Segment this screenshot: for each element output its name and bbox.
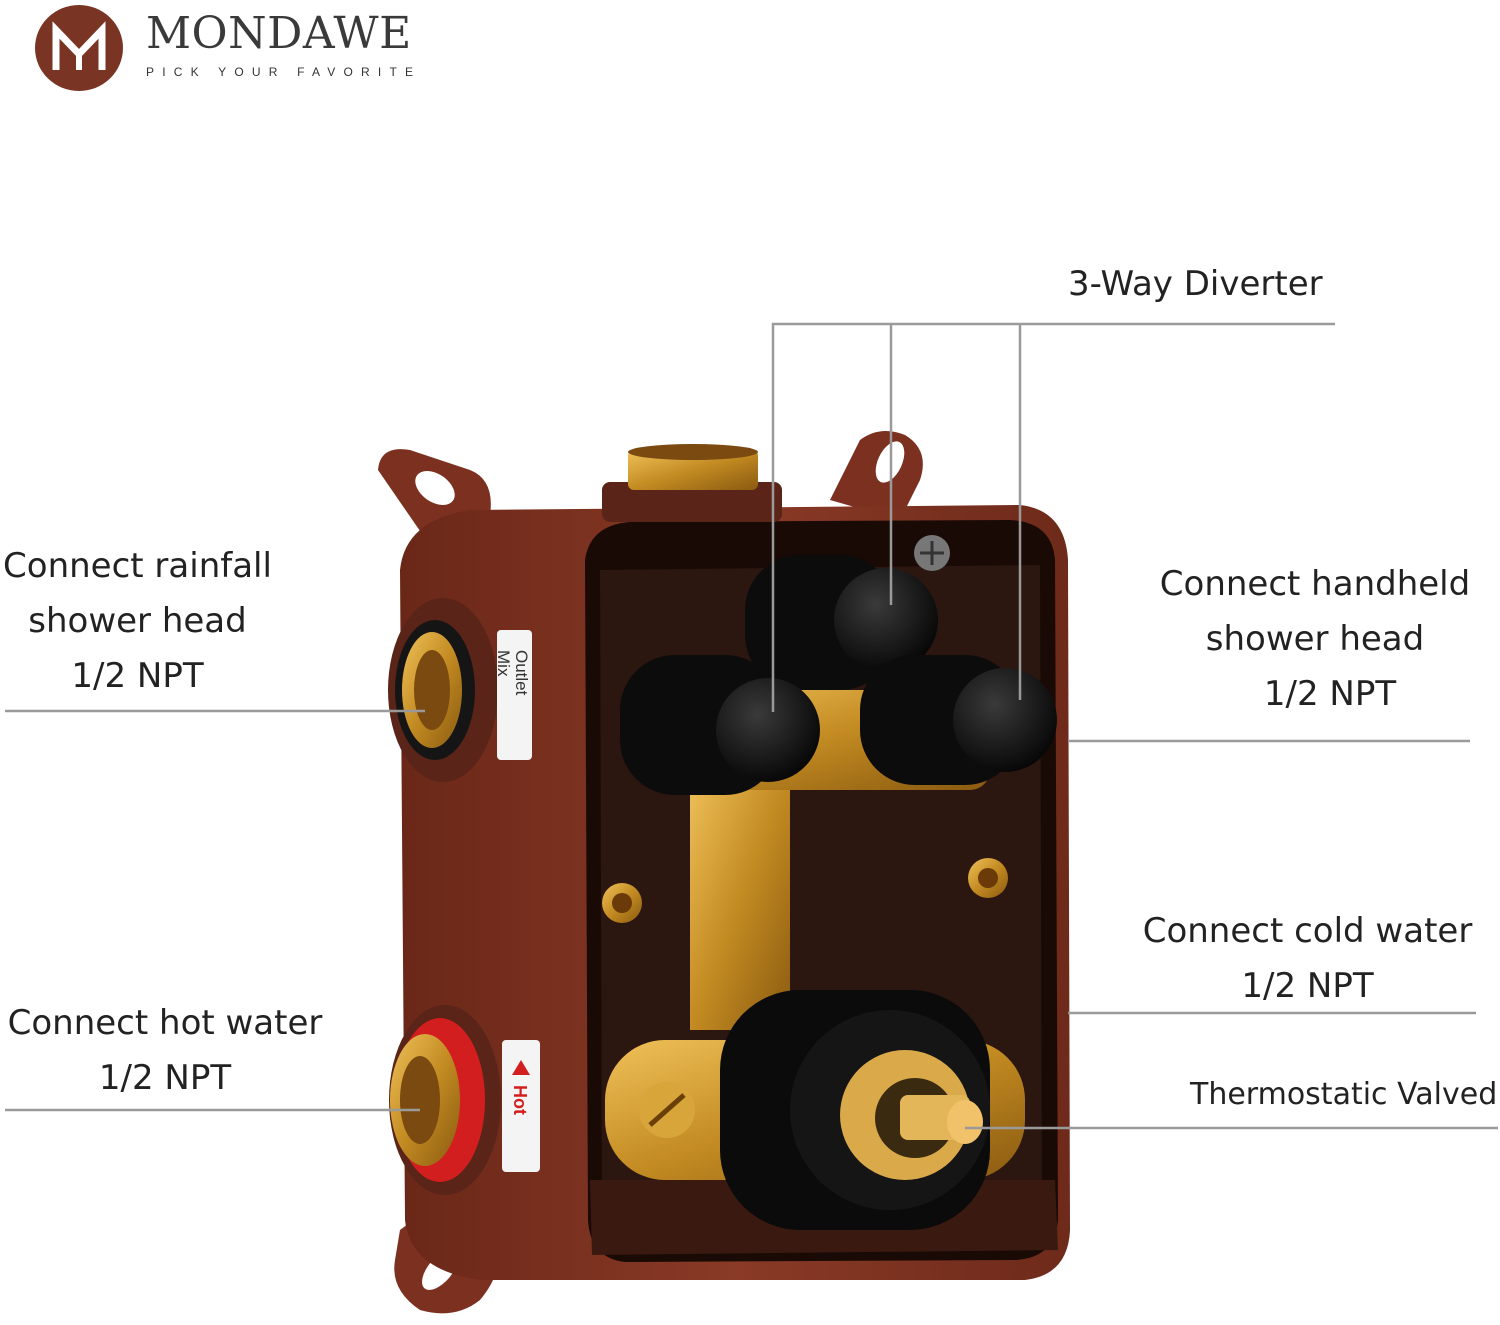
top-port	[602, 444, 782, 522]
outlet-sticker-text: Outlet	[512, 650, 531, 696]
hot-water-label: Connect hot water 1/2 NPT	[7, 1003, 323, 1098]
diverter-knob	[620, 655, 820, 795]
diverter-leader-line	[771, 322, 1335, 712]
hot-sticker-text: Hot	[510, 1085, 530, 1115]
rainfall-outlet-port	[388, 598, 498, 782]
brand-logo-icon	[35, 5, 123, 91]
handheld-label: Connect handheld shower head 1/2 NPT	[1159, 564, 1471, 714]
diverter-label: 3-Way Diverter	[1068, 264, 1323, 304]
brand-name: MONDAWE	[146, 8, 412, 59]
diverter-knob	[860, 655, 1057, 785]
cold-water-label: Connect cold water 1/2 NPT	[1142, 911, 1473, 1006]
diverter-knob	[745, 555, 938, 690]
outlet-mix-sticker	[497, 630, 532, 760]
hot-inlet-port	[389, 1005, 501, 1195]
rainfall-label: Connect rainfall shower head 1/2 NPT	[3, 546, 272, 696]
thermostatic-cartridge	[720, 990, 990, 1230]
thermostatic-label: Thermostatic Valved	[1190, 1077, 1498, 1112]
mix-sticker-text: Mix	[494, 650, 513, 677]
hot-sticker	[502, 1040, 540, 1172]
brand-tagline: PICK YOUR FAVORITE	[146, 65, 422, 79]
